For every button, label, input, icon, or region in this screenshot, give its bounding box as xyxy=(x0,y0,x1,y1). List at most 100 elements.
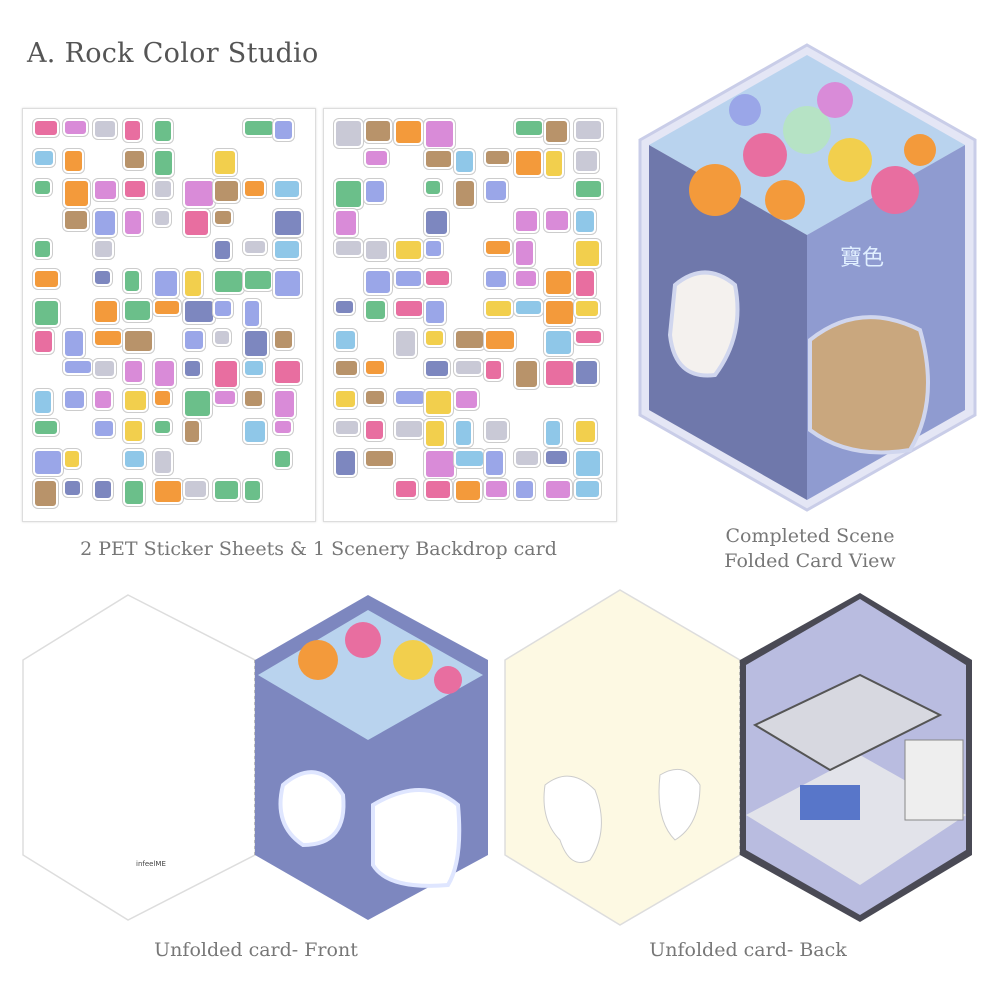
sticker xyxy=(243,269,274,291)
sticker xyxy=(364,269,393,295)
caption-completed-line1: Completed Scene xyxy=(725,525,895,547)
sticker xyxy=(33,389,53,415)
sticker xyxy=(484,269,509,289)
sticker xyxy=(93,209,118,238)
sticker xyxy=(424,299,447,325)
unfolded-card-front: infeelME xyxy=(22,594,488,921)
sticker xyxy=(574,479,602,499)
sticker xyxy=(93,179,118,202)
sticker xyxy=(394,479,419,499)
sticker xyxy=(213,389,238,407)
sticker xyxy=(334,179,363,209)
sticker xyxy=(544,119,569,145)
sticker xyxy=(424,119,456,149)
sticker xyxy=(334,299,355,316)
sticker xyxy=(454,389,479,411)
sticker xyxy=(93,329,123,348)
sticker xyxy=(93,389,113,411)
sticker xyxy=(33,149,55,168)
sticker xyxy=(424,359,451,378)
sticker xyxy=(243,359,266,378)
sticker xyxy=(454,149,475,175)
sticker xyxy=(213,179,240,203)
sticker xyxy=(183,209,211,238)
sticker xyxy=(514,269,538,288)
sticker xyxy=(63,359,93,376)
product-title: A. Rock Color Studio xyxy=(27,38,319,69)
sticker xyxy=(153,359,177,389)
sticker xyxy=(183,269,203,298)
sticker xyxy=(123,359,145,384)
sticker xyxy=(424,239,444,258)
sticker xyxy=(514,449,540,468)
sticker xyxy=(273,419,294,436)
sticker xyxy=(334,389,357,409)
sticker xyxy=(484,359,503,382)
sticker xyxy=(334,239,364,257)
sticker xyxy=(243,299,262,329)
sticker xyxy=(123,419,144,444)
sticker xyxy=(153,179,173,199)
sticker xyxy=(364,179,387,204)
sticker xyxy=(33,329,54,355)
sticker xyxy=(213,269,244,295)
sticker-sheet-2 xyxy=(323,108,617,522)
sticker xyxy=(273,119,294,141)
sticker xyxy=(334,419,360,437)
sticker xyxy=(123,119,143,142)
coral-decor xyxy=(689,82,936,220)
sticker xyxy=(93,119,117,139)
sticker xyxy=(544,329,573,357)
sticker xyxy=(183,359,203,378)
sticker xyxy=(183,389,212,418)
sticker xyxy=(394,329,417,358)
sticker xyxy=(424,449,456,479)
sticker xyxy=(514,149,543,178)
sticker xyxy=(394,239,423,262)
sticker xyxy=(153,299,182,316)
sticker xyxy=(514,239,535,267)
sticker xyxy=(63,179,91,209)
sticker xyxy=(243,479,263,502)
sticker xyxy=(273,389,296,419)
sticker xyxy=(394,419,424,440)
sticker xyxy=(454,449,485,469)
sticker xyxy=(213,359,240,389)
sticker xyxy=(394,299,424,318)
sticker xyxy=(574,449,602,478)
sticker xyxy=(424,419,447,449)
sticker xyxy=(273,449,292,469)
sticker xyxy=(123,449,147,470)
sticker xyxy=(544,449,569,467)
sticker xyxy=(484,299,514,318)
sticker xyxy=(514,209,539,233)
sticker xyxy=(424,149,453,169)
sticker xyxy=(484,149,512,166)
sticker xyxy=(183,479,208,499)
sticker xyxy=(93,479,113,500)
sticker xyxy=(514,479,536,500)
sticker xyxy=(153,419,173,435)
sticker xyxy=(33,449,63,476)
sticker xyxy=(213,479,240,502)
sticker xyxy=(153,119,174,143)
sticker xyxy=(273,209,303,237)
sticker xyxy=(484,449,506,477)
sticker xyxy=(33,179,53,196)
sticker xyxy=(63,149,85,173)
sticker xyxy=(574,149,600,173)
sticker xyxy=(334,119,364,149)
caption-back: Unfolded card- Back xyxy=(649,939,847,961)
sticker xyxy=(544,359,575,388)
sticker xyxy=(394,269,424,289)
sticker xyxy=(514,359,539,389)
sticker xyxy=(153,269,179,298)
sticker xyxy=(424,389,454,416)
sticker xyxy=(364,419,385,441)
sticker xyxy=(33,299,60,327)
sticker xyxy=(153,389,173,407)
sticker xyxy=(364,389,386,407)
unfolded-card-back xyxy=(504,589,972,926)
sticker xyxy=(153,449,173,475)
sticker xyxy=(63,389,86,410)
